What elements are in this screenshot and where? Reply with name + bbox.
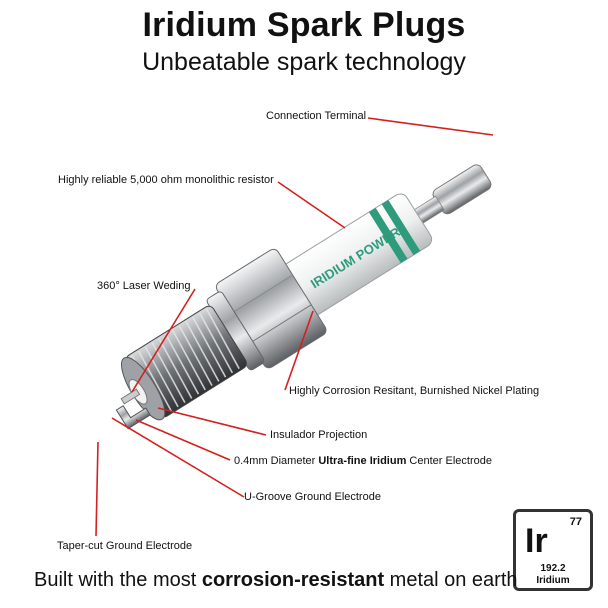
callout-line: [284, 310, 314, 391]
footer-prefix: Built with the most: [34, 569, 202, 591]
center-electrode: [120, 388, 141, 405]
callout-lines: [95, 117, 494, 537]
footer-suffix: metal on earth: [384, 569, 518, 591]
label-center-electrode: 0.4mm Diameter Ultra-fine Iridium Center…: [234, 455, 492, 467]
element-symbol: Ir: [525, 522, 548, 560]
label-connection-terminal: Connection Terminal: [266, 110, 367, 122]
page-subtitle: Unbeatable spark technology: [142, 48, 466, 76]
atomic-mass: 192.2: [540, 563, 566, 574]
center-electrode-prefix: 0.4mm Diameter: [234, 455, 319, 467]
element-name: Iridium: [536, 575, 570, 586]
callout-line: [131, 288, 196, 393]
label-laser-welding: 360° Laser Weding: [97, 280, 191, 292]
callout-line: [157, 407, 267, 436]
center-electrode-bold: Ultra-fine Iridium: [318, 455, 407, 467]
label-plating: Highly Corrosion Resitant, Burnished Nic…: [289, 385, 540, 397]
label-taper-cut: Taper-cut Ground Electrode: [57, 540, 193, 552]
footer-tagline: Built with the most corrosion-resistant …: [34, 569, 518, 592]
insulator-stripe: [381, 199, 421, 256]
atomic-number: 77: [569, 516, 582, 528]
callout-line: [367, 117, 494, 136]
callout-line: [135, 419, 231, 461]
label-resistor: Highly reliable 5,000 ohm monolithic res…: [58, 174, 274, 186]
center-electrode-suffix: Center Electrode: [406, 455, 492, 467]
insulator-stripe: [368, 207, 408, 264]
callout-line: [111, 417, 245, 498]
callout-line: [95, 441, 99, 537]
label-insulator-projection: Insulador Projection: [270, 429, 368, 441]
callout-line: [277, 181, 346, 229]
label-u-groove: U-Groove Ground Electrode: [244, 491, 381, 503]
footer-bold: corrosion-resistant: [201, 569, 385, 591]
ground-electrode: [115, 405, 151, 430]
page-title: Iridium Spark Plugs: [142, 6, 466, 44]
periodic-element-tile: 77 Ir 192.2 Iridium: [513, 509, 593, 591]
